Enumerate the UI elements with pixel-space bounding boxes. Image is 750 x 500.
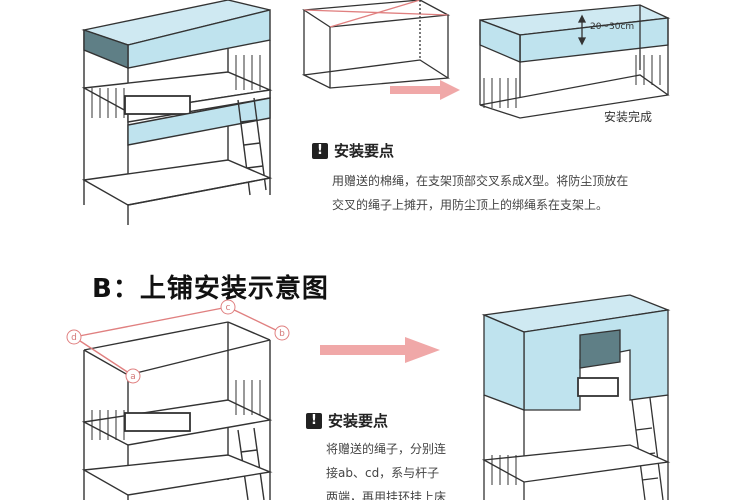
tip-title-b: 安装要点 — [328, 410, 388, 431]
section-b-title: B：上铺安装示意图 — [92, 268, 329, 305]
frame-with-curtain — [480, 5, 668, 118]
arrow-right-icon — [320, 337, 440, 363]
tip-b-line-3: 两端，再用挂环挂上床 — [326, 488, 446, 500]
anchor-points: d c b a — [67, 300, 289, 383]
tip-a-line-1: 用赠送的棉绳，在支架顶部交叉系成X型。将防尘顶放在 — [332, 172, 628, 189]
point-b-label: b — [279, 329, 285, 339]
point-d-label: d — [71, 333, 77, 343]
exclamation-icon: ! — [306, 413, 322, 429]
bunk-bed-with-full-curtain — [484, 295, 668, 500]
tip-b-line-1: 将赠送的绳子，分别连 — [326, 440, 446, 457]
tip-title-a: 安装要点 — [334, 140, 394, 161]
tip-header-a: ! 安装要点 — [312, 140, 394, 161]
tip-header-b: ! 安装要点 — [306, 410, 388, 431]
point-a-label: a — [130, 372, 136, 382]
gap-label: 20~30cm — [590, 22, 634, 32]
arrow-right-icon — [390, 80, 460, 100]
exclamation-icon: ! — [312, 143, 328, 159]
bunk-bed-bottom-left — [74, 307, 282, 500]
frame-with-x-ropes — [304, 0, 448, 88]
bunk-bed-top-left — [84, 0, 270, 225]
install-done-label: 安装完成 — [604, 108, 652, 125]
tip-a-line-2: 交叉的绳子上摊开，用防尘顶上的绑绳系在支架上。 — [332, 196, 608, 213]
tip-b-line-2: 接ab、cd，系与杆子 — [326, 464, 439, 481]
